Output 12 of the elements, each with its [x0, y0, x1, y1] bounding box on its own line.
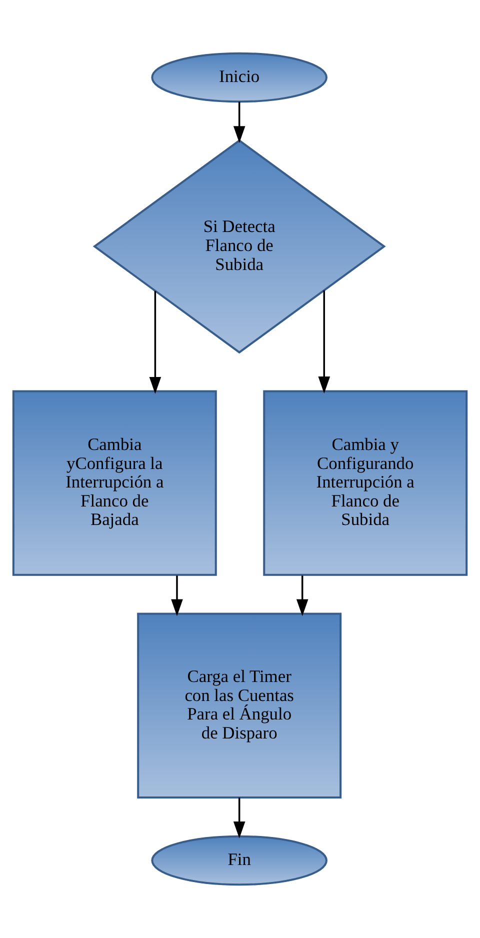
arrow: [233, 798, 246, 838]
node-ellipse: Inicio: [151, 52, 328, 103]
arrow: [233, 102, 246, 143]
arrow: [296, 576, 308, 616]
arrow: [171, 576, 183, 616]
arrow: [149, 290, 162, 394]
node-ellipse: Fin: [151, 835, 328, 886]
node-diamond: Si Detecta Flanco de Subida: [92, 139, 386, 354]
node-box: Carga el Timer con las Cuentas Para el Ángulo de Disparo: [137, 612, 342, 798]
arrow: [318, 290, 330, 394]
node-box: Cambia yConfigura la Interrupción a Flanco de Bajada: [12, 390, 217, 576]
node-box: Cambia y Configurando Interrupción a Flanco de Subida: [263, 390, 468, 576]
